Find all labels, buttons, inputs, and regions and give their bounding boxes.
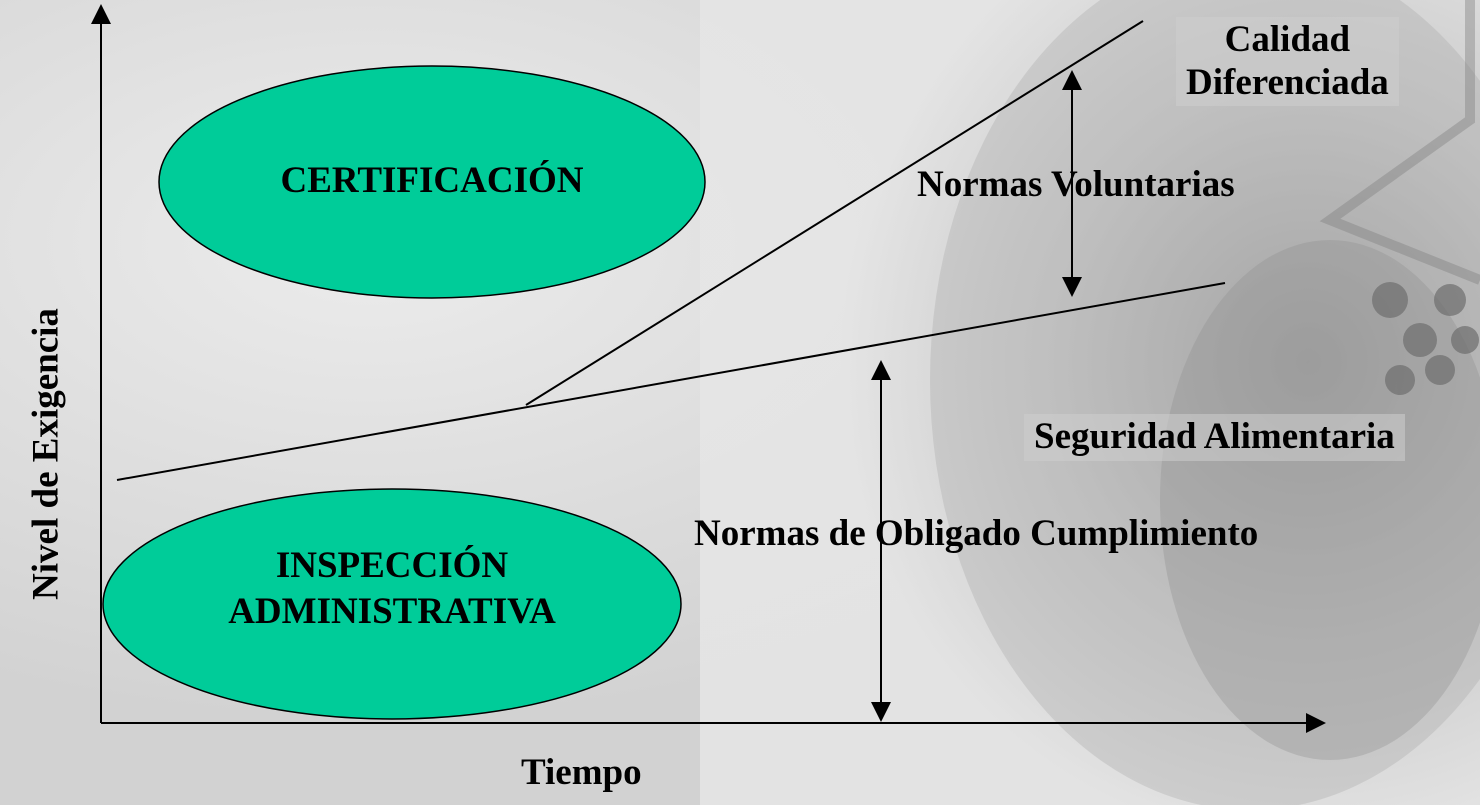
- inspection-label-line1: INSPECCIÓN: [275, 545, 509, 586]
- voluntary-trend-line: [525, 20, 1144, 406]
- quality-label: Calidad Diferenciada: [1176, 17, 1399, 107]
- certification-label: CERTIFICACIÓN: [280, 160, 584, 201]
- quality-label-line1: Calidad: [1224, 19, 1351, 60]
- mandatory-trend-line: [116, 282, 1226, 481]
- x-axis-label: Tiempo: [521, 752, 642, 793]
- mandatory-label: Normas de Obligado Cumplimiento: [694, 513, 1259, 554]
- voluntary-label: Normas Voluntarias: [917, 164, 1235, 205]
- quality-label-line2: Diferenciada: [1186, 61, 1389, 103]
- inspection-ellipse: [102, 488, 682, 720]
- inspection-label-line2: ADMINISTRATIVA: [228, 591, 556, 633]
- certification-ellipse: [158, 65, 706, 299]
- food-safety-label: Seguridad Alimentaria: [1024, 414, 1405, 461]
- y-axis-label: Nivel de Exigencia: [25, 308, 67, 600]
- inspection-label: INSPECCIÓN ADMINISTRATIVA: [172, 543, 612, 636]
